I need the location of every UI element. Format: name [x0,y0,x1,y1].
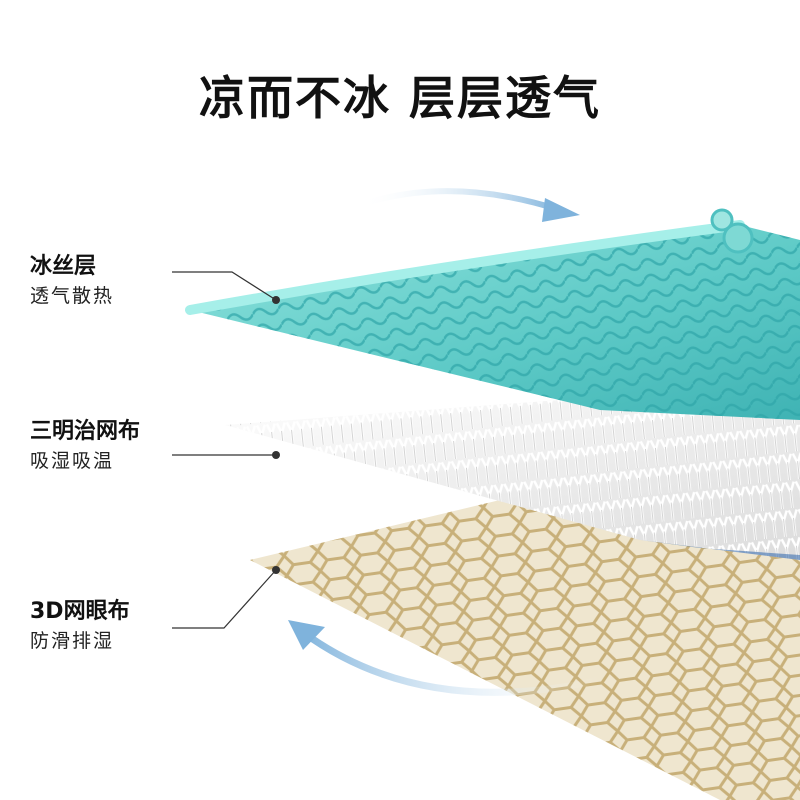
layer-desc: 透气散热 [30,285,115,307]
top-arrow [359,188,580,222]
layer-label-ice-silk: 冰丝层 透气散热 [30,252,114,310]
mesh-layer [250,500,800,800]
layer-name: 三明治网布 [30,419,141,444]
sandwich-layer [225,400,800,560]
layer-name: 3D网眼布 [30,599,130,624]
layer-desc: 防滑排湿 [30,630,115,652]
leader-dot-mesh [272,566,280,574]
leader-line-ice [172,271,277,301]
leader-lines [172,271,280,629]
layer-desc: 吸湿吸温 [30,450,115,472]
layer-label-3d-mesh: 3D网眼布 防滑排湿 [30,597,130,655]
layer-label-sandwich-mesh: 三明治网布 吸湿吸温 [30,417,140,475]
leader-line-mesh [172,569,277,629]
ice-silk-layer [185,208,800,420]
page-title: 凉而不冰 层层透气 [198,71,601,125]
leader-dot-ice [272,296,280,304]
bottom-arrow [288,620,601,696]
leader-dot-sandwich [272,451,280,459]
layer-name: 冰丝层 [30,254,97,279]
